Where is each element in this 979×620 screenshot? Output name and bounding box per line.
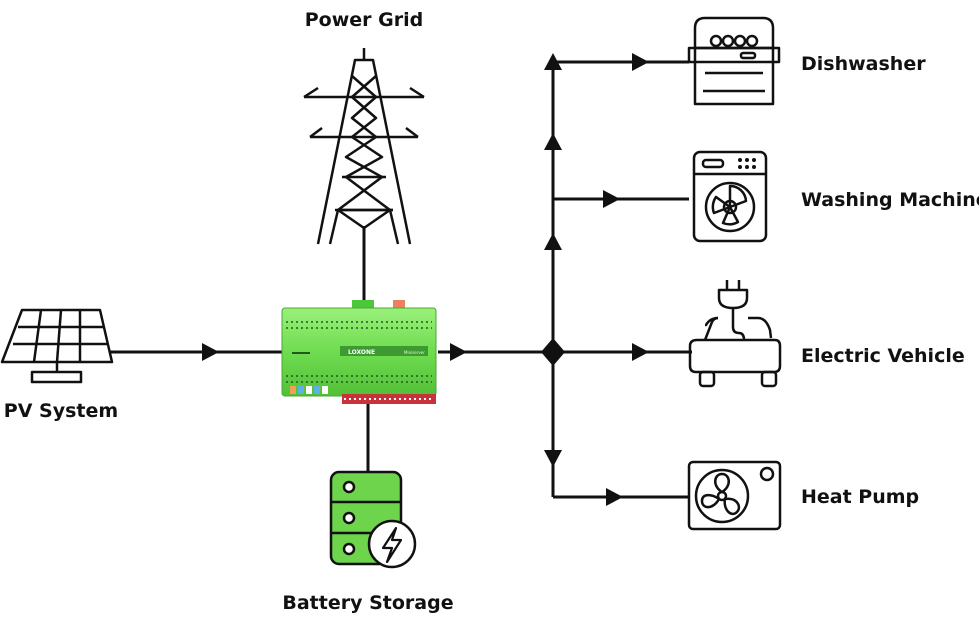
arrow-right-dishwasher [632,53,649,71]
washing-machine-label: Washing Machine [801,189,979,211]
electric-vehicle-icon [688,280,782,388]
loxone-miniserver-controller: LOXONE Miniserver [281,300,437,404]
arrow-down-heat-pump [544,450,562,467]
controller-top-terminal [352,300,374,310]
arrow-right-washing-machine [603,190,620,208]
power-grid-label: Power Grid [304,9,424,31]
power-pylon-icon [303,48,425,245]
arrow-up-lower [544,233,562,250]
arrow-up-top [544,53,562,70]
arrow-up-upper [544,133,562,150]
solar-panel-icon [0,308,114,384]
controller-label-strip [340,346,428,356]
battery-storage-label: Battery Storage [282,592,454,614]
dishwasher-icon [687,16,781,106]
arrow-right-heat-pump [606,488,623,506]
battery-storage-icon [329,470,417,569]
pv-system-label: PV System [3,400,119,422]
controller-top-terminal-orange [393,300,405,310]
controller-brand-text: LOXONE [348,349,375,356]
dishwasher-label: Dishwasher [801,53,926,75]
arrow-right-controller [450,343,467,361]
controller-model-text: Miniserver [404,350,425,355]
arrow-right-vehicle [632,343,649,361]
connection-lines [110,60,692,499]
washing-machine-icon [692,150,768,243]
arrow-right-pv [202,343,219,361]
heat-pump-icon [687,460,782,531]
junction-node-icon [541,338,565,366]
flow-arrows [202,53,649,506]
electric-vehicle-label: Electric Vehicle [801,345,965,367]
heat-pump-label: Heat Pump [801,486,920,508]
